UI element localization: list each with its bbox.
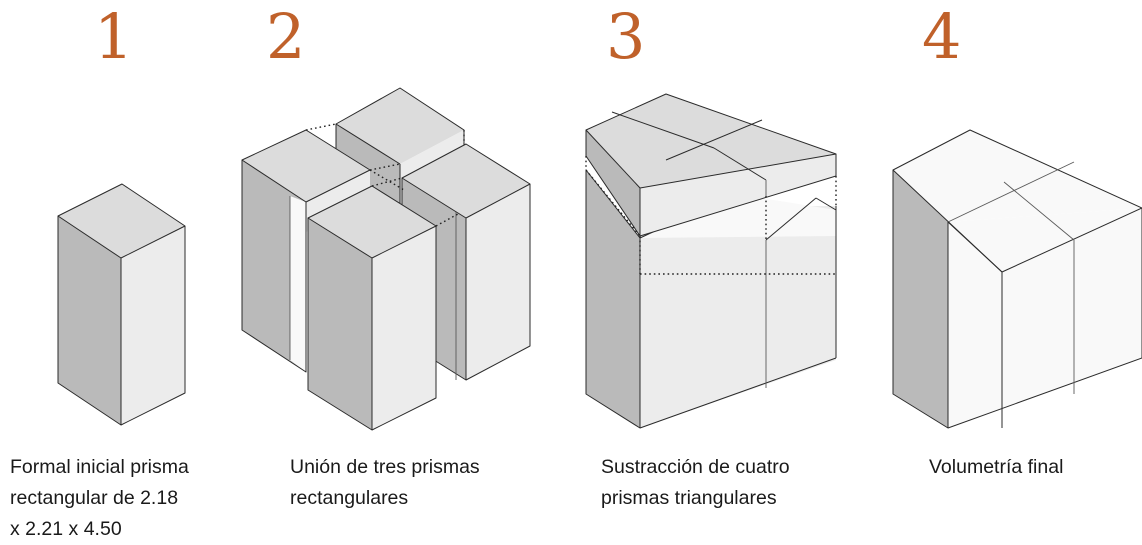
caption-line: prismas triangulares xyxy=(601,487,777,509)
prisms-subtraction xyxy=(585,93,837,429)
caption-line: Sustracción de cuatro xyxy=(601,456,790,478)
step-number-4: 4 xyxy=(922,0,962,73)
caption-line: rectangular de 2.18 xyxy=(10,487,179,509)
caption-step-2: Unión de tres prismas rectangulares xyxy=(290,452,480,514)
final-volumetry xyxy=(892,129,1142,429)
step-number-3: 3 xyxy=(606,0,646,73)
caption-line: Unión de tres prismas xyxy=(290,456,480,478)
step-number-1: 1 xyxy=(94,0,134,73)
prism-initial xyxy=(57,183,186,426)
caption-step-3: Sustracción de cuatro prismas triangular… xyxy=(601,452,790,514)
caption-line: x 2.21 x 4.50 xyxy=(10,518,122,540)
caption-line: Volumetría final xyxy=(929,456,1064,478)
caption-step-4: Volumetría final xyxy=(929,452,1063,483)
prism-front xyxy=(307,185,437,431)
caption-line: rectangulares xyxy=(290,487,409,509)
caption-step-1: Formal inicial prisma rectangular de 2.1… xyxy=(10,452,189,545)
step-number-2: 2 xyxy=(266,0,306,73)
prisms-union xyxy=(241,87,531,431)
caption-line: Formal inicial prisma xyxy=(10,456,189,478)
